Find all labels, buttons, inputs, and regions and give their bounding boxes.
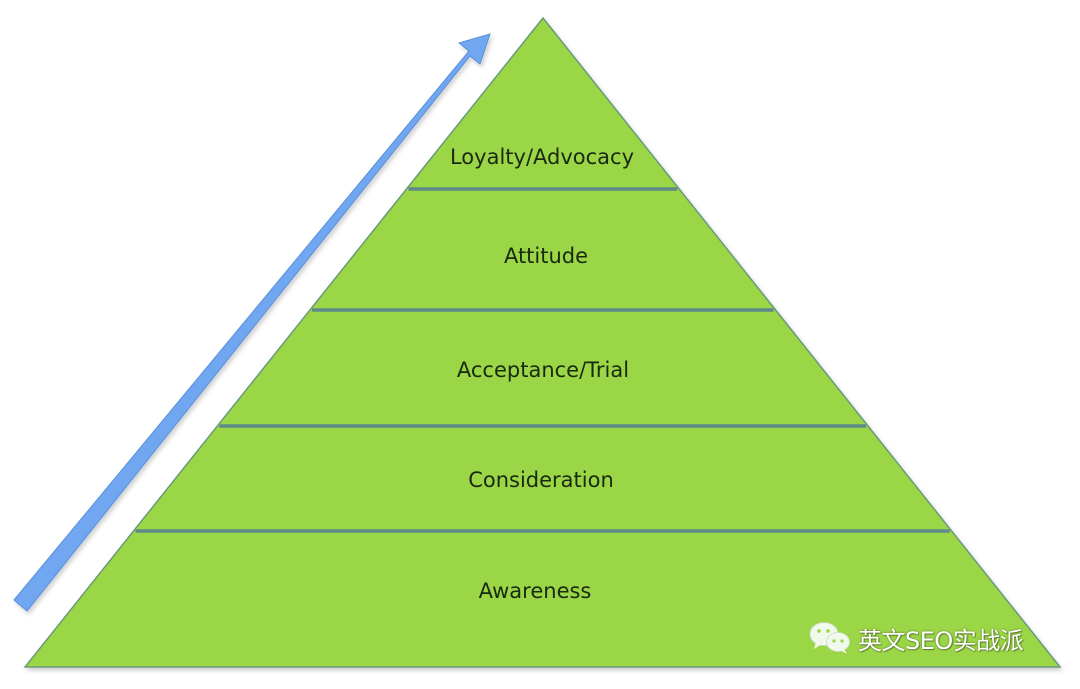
watermark-text: 英文SEO实战派 xyxy=(858,626,1024,655)
progress-arrow-icon xyxy=(13,33,491,612)
layer-label-consideration: Consideration xyxy=(468,468,614,492)
layer-label-loyalty-advocacy: Loyalty/Advocacy xyxy=(450,145,634,169)
watermark: 英文SEO实战派 xyxy=(808,618,1024,658)
layer-label-attitude: Attitude xyxy=(504,244,588,268)
pyramid xyxy=(23,16,1062,668)
wechat-icon xyxy=(809,622,850,654)
pyramid-body xyxy=(23,16,1062,668)
layer-dividers xyxy=(135,187,950,533)
layer-labels: Loyalty/AdvocacyAttitudeAcceptance/Trial… xyxy=(450,145,634,603)
layer-label-awareness: Awareness xyxy=(479,579,592,603)
layer-label-acceptance-trial: Acceptance/Trial xyxy=(457,358,629,382)
